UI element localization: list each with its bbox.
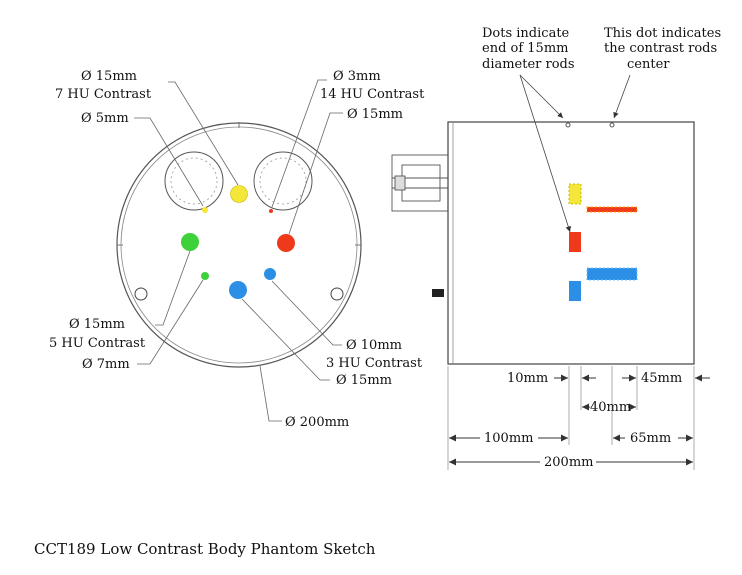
leader-15mm-3hu [241,298,330,381]
rod-15mm-7hu [230,185,248,203]
side-view: Dots indicate end of 15mm diameter rods … [391,26,721,470]
screw-hole-left [134,287,148,301]
rod-5mm-7hu [202,207,208,213]
leader-5mm [134,117,204,207]
dim-100mm: 100mm [484,431,533,446]
leader-200mm [259,365,282,422]
leader-rod-end-dot [519,74,564,119]
dim-65mm: 65mm [630,431,671,446]
label-15mm-3hu-size: Ø 15mm [336,373,392,388]
leader-15mm-14hu [288,112,343,235]
rod-3mm-14hu [269,209,273,213]
rod-15mm-5hu [181,233,199,251]
dim-40mm: 40mm [590,400,631,415]
leader-15mm-7hu [168,81,239,186]
label-5mm-size: Ø 5mm [81,111,129,126]
label-3mm-size: Ø 3mm [333,69,381,84]
rod-7mm-5hu [201,272,209,280]
leader-10mm [271,280,342,346]
side-rod-3hu-10mm [586,267,638,281]
leader-7mm [137,279,204,365]
rod-15mm-3hu [229,281,247,299]
dim-10mm: 10mm [507,371,548,386]
rod-15mm-14hu [277,234,295,252]
label-body-diameter: Ø 200mm [285,415,349,430]
label-14hu-contrast: 14 HU Contrast [320,87,425,102]
mounting-bracket [391,154,449,212]
leader-3mm [271,79,327,208]
label-7mm-size: Ø 7mm [82,357,130,372]
phantom-body-inner [120,126,358,364]
side-rod-14hu-3mm [586,206,638,213]
leader-15mm-5hu [155,250,191,326]
gauge-insert-left [164,151,224,211]
side-rod-7hu [568,183,582,205]
leader-rod-end-rod [519,74,571,233]
label-3hu-contrast: 3 HU Contrast [326,356,423,371]
leader-rod-center-dot [613,74,631,119]
label-15mm-14hu-size: Ø 15mm [347,107,403,122]
dim-45mm: 45mm [641,371,682,386]
gauge-insert-right [253,151,313,211]
side-rod-3hu-15mm [569,281,581,301]
phantom-body-outer [116,122,362,368]
label-15mm-5hu-size: Ø 15mm [69,317,125,332]
screw-hole-right [330,287,344,301]
label-7hu-contrast: 7 HU Contrast [55,87,152,102]
note-rod-end-line1: Dots indicate [482,26,570,41]
rod-10mm-3hu [264,268,276,280]
note-rod-center-line3: center [627,57,670,72]
label-15mm-7hu-size: Ø 15mm [81,69,137,84]
note-rod-center-line1: This dot indicates [604,26,721,41]
label-10mm-size: Ø 10mm [346,338,402,353]
figure-caption: CCT189 Low Contrast Body Phantom Sketch [34,540,376,558]
side-knob [432,289,444,297]
note-rod-end-line3: diameter rods [482,57,575,72]
dim-200mm: 200mm [544,455,593,470]
rod-end-dot [565,122,571,128]
side-rod-14hu-15mm [569,232,581,252]
note-rod-end-line2: end of 15mm [482,41,569,56]
note-rod-center-line2: the contrast rods [604,41,717,56]
rod-center-dot [609,122,615,128]
front-view: Ø 15mm 7 HU Contrast Ø 5mm Ø 3mm 14 HU C… [49,69,425,430]
label-5hu-contrast: 5 HU Contrast [49,336,146,351]
